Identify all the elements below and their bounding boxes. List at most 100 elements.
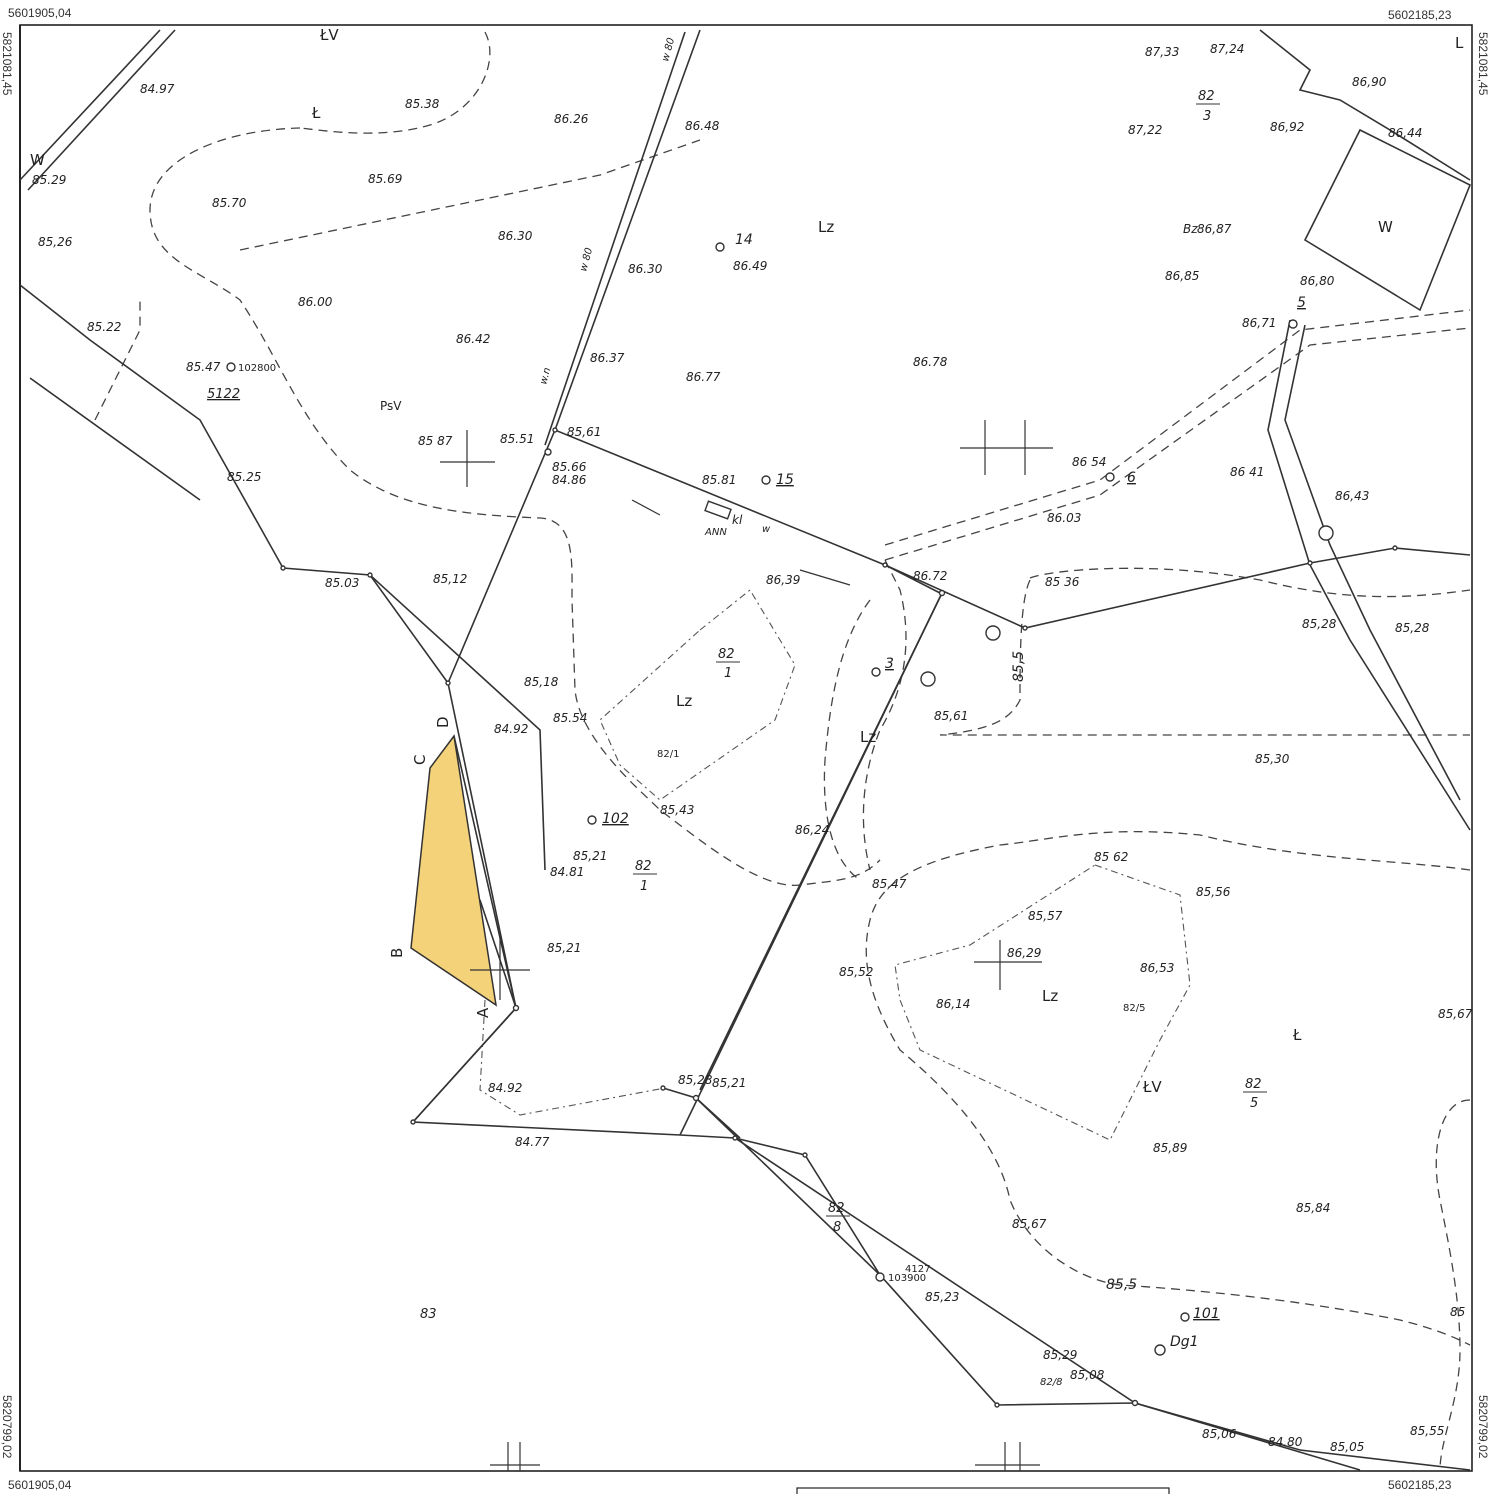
point-102: 102 xyxy=(602,811,629,827)
landuse-w-2: W xyxy=(30,151,45,169)
landuse-l-2: Ł xyxy=(311,104,321,122)
height-label: 86,92 xyxy=(1270,120,1304,134)
parcel-83: 83 xyxy=(420,1307,437,1322)
point-15: 15 xyxy=(776,472,794,488)
landuse-lz-4: Lz xyxy=(1042,987,1058,1005)
height-label: 85,67 xyxy=(1012,1217,1047,1231)
spot-heights: 84.97 85.38 85.29 85.69 85.70 85,26 86.0… xyxy=(32,42,1473,1454)
vertex-a: A xyxy=(474,1007,492,1018)
svg-text:1: 1 xyxy=(724,666,732,681)
height-label: 85,47 xyxy=(872,877,907,891)
height-label: 85,21 xyxy=(712,1076,746,1090)
height-label: 86.03 xyxy=(1047,511,1081,525)
landuse-l-1: L xyxy=(1455,34,1464,52)
height-label: 85,23 xyxy=(925,1290,959,1304)
height-label: 85,26 xyxy=(38,235,73,249)
height-label: 85,55 xyxy=(1410,1424,1444,1438)
height-label: 85,67 xyxy=(1438,1007,1473,1021)
parcel-82-1-inline: 82/1 xyxy=(657,749,679,760)
height-label: 85,05 xyxy=(1330,1440,1364,1454)
svg-text:1: 1 xyxy=(640,879,648,894)
height-label: 85,21 xyxy=(547,941,581,955)
height-label: 85 87 xyxy=(418,434,453,448)
landuse-lz-2: Lz xyxy=(676,692,692,710)
height-label: 86.49 xyxy=(733,259,767,273)
height-label: 85 36 xyxy=(1045,575,1080,589)
height-label: 85,57 xyxy=(1028,909,1063,923)
point-5: 5 xyxy=(1297,295,1306,311)
point-dg1: Dg1 xyxy=(1170,1334,1199,1350)
contour-label-1: 85,5 xyxy=(1011,651,1027,682)
vertex-c: C xyxy=(411,755,429,765)
corner-coord-top-right: 5602185,23 xyxy=(1388,8,1452,22)
parcel-82-8-inline: 82/8 xyxy=(1040,1377,1062,1388)
height-label: 86,85 xyxy=(1165,269,1199,283)
height-label: 85,28 xyxy=(1395,621,1430,635)
contour-lines xyxy=(94,31,1471,1471)
parcel-82-5: 82 5 xyxy=(1243,1077,1267,1111)
height-label: 84.77 xyxy=(515,1135,550,1149)
landuse-bz: Bz xyxy=(1183,222,1198,236)
height-label: 86,90 xyxy=(1352,75,1387,89)
height-label: 85 62 xyxy=(1094,850,1128,864)
landuse-lz-3: Lz xyxy=(860,728,876,746)
height-label: 87,33 xyxy=(1145,45,1179,59)
landuse-w-1: W xyxy=(1378,218,1393,236)
height-label: 86.77 xyxy=(686,370,721,384)
svg-text:3: 3 xyxy=(1203,109,1211,124)
height-label: 86,44 xyxy=(1388,126,1422,140)
parcel-82-5-inline: 82/5 xyxy=(1123,1003,1145,1014)
svg-text:82: 82 xyxy=(1198,89,1215,104)
point-6: 6 xyxy=(1127,470,1136,486)
height-label: 85.47 xyxy=(186,360,221,374)
parcel-5122: 5122 xyxy=(207,387,240,402)
height-label: 85,08 xyxy=(1070,1368,1105,1382)
landuse-kl: kl xyxy=(732,513,743,527)
highlighted-parcel xyxy=(410,734,498,1007)
height-label: 86.26 xyxy=(554,112,589,126)
point-103900: 103900 xyxy=(888,1273,926,1284)
svg-text:82: 82 xyxy=(1245,1077,1262,1092)
point-14: 14 xyxy=(735,232,753,248)
height-label: 85.81 xyxy=(702,473,736,487)
height-label: 85,28 xyxy=(678,1073,713,1087)
height-label: 85,21 xyxy=(573,849,607,863)
height-label: 85,12 xyxy=(433,572,467,586)
pipe-ann: ANN xyxy=(704,527,727,538)
height-label: 86.00 xyxy=(298,295,333,309)
pipe-w80-2: w 80 xyxy=(578,247,595,273)
height-label: 85.38 xyxy=(405,97,440,111)
pipe-w-1: w xyxy=(762,524,771,535)
pipe-w-n: w.n xyxy=(538,366,553,385)
landuse-lv-2: ŁV xyxy=(1142,1078,1162,1096)
height-label: 86.48 xyxy=(685,119,720,133)
height-label: 84.81 xyxy=(550,865,584,879)
height-label: 86,24 xyxy=(795,823,829,837)
height-label: 84.86 xyxy=(552,473,587,487)
grid-crosses xyxy=(440,420,1053,1471)
parcel-82-8: 82 8 xyxy=(826,1201,850,1235)
height-label: 87,22 xyxy=(1128,123,1162,137)
point-102800: 102800 xyxy=(238,363,276,374)
height-label: 85,18 xyxy=(524,675,559,689)
height-label: 84.92 xyxy=(494,722,528,736)
height-label: 86.37 xyxy=(590,351,625,365)
height-label: 85,56 xyxy=(1196,885,1231,899)
parcel-82-1-a: 82 1 xyxy=(716,647,740,681)
height-label: 86,29 xyxy=(1007,946,1041,960)
height-label: 85,84 xyxy=(1296,1201,1330,1215)
height-label: 86,14 xyxy=(936,997,970,1011)
legend-box xyxy=(796,1487,1170,1494)
height-label: 85,52 xyxy=(839,965,873,979)
height-label: 86,53 xyxy=(1140,961,1174,975)
contour-label-2: 85,5 xyxy=(1106,1277,1137,1293)
landuse-l-3: Ł xyxy=(1292,1026,1302,1044)
height-label: 85,89 xyxy=(1153,1141,1187,1155)
svg-text:5: 5 xyxy=(1250,1096,1258,1111)
point-101: 101 xyxy=(1193,1306,1220,1322)
height-label: 85.51 xyxy=(500,432,534,446)
height-label: 84.80 xyxy=(1268,1435,1303,1449)
height-label: 84.97 xyxy=(140,82,175,96)
corner-coord-top-left: 5601905,04 xyxy=(8,6,72,20)
